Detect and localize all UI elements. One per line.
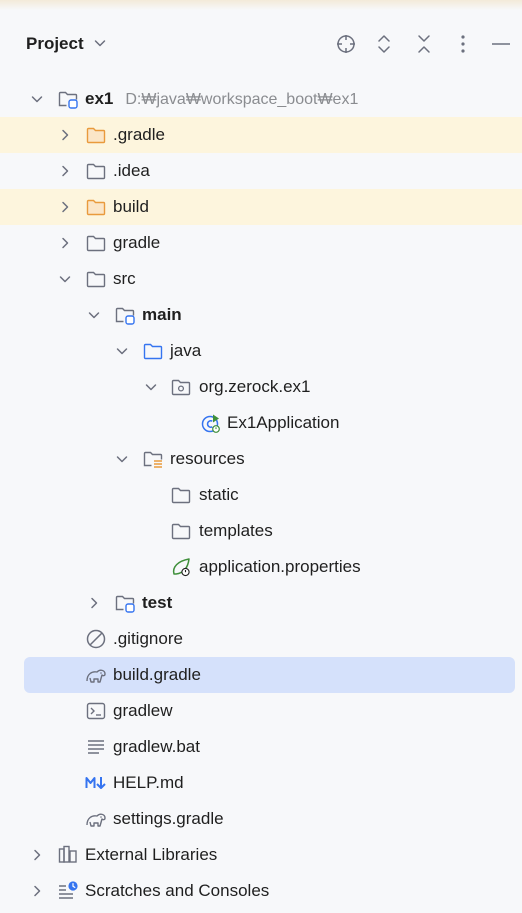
ignore-file-icon [86, 629, 106, 649]
tree-label: Scratches and Consoles [85, 881, 270, 900]
tree-row-resources[interactable]: resources [0, 441, 522, 477]
text-file-icon [88, 740, 104, 754]
tree-label: templates [199, 521, 273, 540]
chevron-right-icon[interactable] [58, 236, 72, 250]
tree-row-help-md[interactable]: HELP.md [0, 765, 522, 801]
tree-row-root[interactable]: ex1 D:₩java₩workspace_boot₩ex1 [0, 81, 522, 117]
chevron-down-icon[interactable] [144, 380, 158, 394]
chevron-right-icon[interactable] [30, 884, 44, 898]
tree-label: src [113, 269, 136, 288]
resources-folder-icon [142, 448, 164, 470]
tree-row-app-props[interactable]: application.properties [0, 549, 522, 585]
spring-properties-icon [172, 558, 190, 577]
tree-label: gradlew.bat [113, 737, 200, 756]
tree-row-gitignore[interactable]: .gitignore [0, 621, 522, 657]
chevron-down-icon[interactable] [115, 344, 129, 358]
chevron-right-icon[interactable] [30, 848, 44, 862]
tree-row-build-dir[interactable]: build [0, 189, 522, 225]
chevron-down-icon[interactable] [30, 92, 44, 106]
folder-icon [85, 160, 107, 182]
tree-row-test[interactable]: test [0, 585, 522, 621]
collapse-all-icon[interactable] [410, 30, 438, 58]
minimize-icon[interactable] [487, 30, 515, 58]
selection-highlight [24, 657, 515, 693]
crosshair-icon[interactable] [332, 30, 360, 58]
excluded-folder-icon [85, 124, 107, 146]
tree-label: org.zerock.ex1 [199, 377, 311, 396]
tree-label: .gitignore [113, 629, 183, 648]
chevron-down-icon[interactable] [87, 308, 101, 322]
tree-label: gradle [113, 233, 161, 252]
tree-row-src[interactable]: src [0, 261, 522, 297]
module-folder-icon [114, 304, 136, 326]
tree-row-scratches[interactable]: Scratches and Consoles [0, 873, 522, 909]
tree-label: .gradle [113, 125, 165, 144]
chevron-right-icon[interactable] [87, 596, 101, 610]
tree-row-static[interactable]: static [0, 477, 522, 513]
view-switch-chevron-down-icon[interactable] [93, 36, 107, 50]
chevron-right-icon[interactable] [58, 164, 72, 178]
module-folder-icon [114, 592, 136, 614]
tree-row-gradlew-bat[interactable]: gradlew.bat [0, 729, 522, 765]
terminal-script-icon [86, 702, 106, 720]
tree-label: settings.gradle [113, 809, 224, 828]
tree-row-gradle[interactable]: gradle [0, 225, 522, 261]
gradle-elephant-icon [86, 813, 106, 827]
tree-label: static [199, 485, 239, 504]
tree-row-java[interactable]: java [0, 333, 522, 369]
source-folder-icon [142, 340, 164, 362]
tree-label: build.gradle [113, 665, 201, 684]
tree-row-package[interactable]: org.zerock.ex1 [0, 369, 522, 405]
tree-label: .idea [113, 161, 150, 180]
panel-title[interactable]: Project [26, 34, 84, 53]
markdown-icon [85, 777, 106, 789]
tree-label: HELP.md [113, 773, 184, 792]
library-icon [58, 845, 77, 863]
tree-row-idea-dir[interactable]: .idea [0, 153, 522, 189]
panel-header: Project [0, 22, 522, 66]
tree-label: test [142, 593, 173, 612]
tree-row-gradle-dir[interactable]: .gradle [0, 117, 522, 153]
tree-row-build-gradle[interactable]: build.gradle [0, 657, 522, 693]
folder-icon [85, 268, 107, 290]
root-path: D:₩java₩workspace_boot₩ex1 [125, 91, 359, 108]
gradle-elephant-icon [86, 669, 106, 683]
excluded-folder-icon [85, 196, 107, 218]
chevron-down-icon[interactable] [58, 272, 72, 286]
folder-icon [170, 484, 192, 506]
chevron-down-icon[interactable] [115, 452, 129, 466]
tree-label: main [142, 305, 182, 324]
top-edge [0, 0, 522, 10]
tree-row-gradlew[interactable]: gradlew [0, 693, 522, 729]
tree-row-app-class[interactable]: Ex1Application [0, 405, 522, 441]
tree-label: gradlew [113, 701, 173, 720]
tree-row-templates[interactable]: templates [0, 513, 522, 549]
module-folder-icon [57, 88, 79, 110]
chevron-right-icon[interactable] [58, 200, 72, 214]
tree-label: resources [170, 449, 245, 468]
tree-label: java [170, 341, 202, 360]
root-label: ex1 [85, 89, 114, 108]
folder-icon [170, 520, 192, 542]
folder-icon [85, 232, 107, 254]
more-vertical-icon[interactable] [449, 30, 477, 58]
scratches-icon [59, 881, 78, 899]
tree-row-main[interactable]: main [0, 297, 522, 333]
package-icon [170, 376, 192, 398]
spring-boot-class-icon [201, 414, 220, 433]
tree-label: build [113, 197, 149, 216]
tree-row-settings-gradle[interactable]: settings.gradle [0, 801, 522, 837]
tree-label: application.properties [199, 557, 361, 576]
tree-label: External Libraries [85, 845, 218, 864]
chevron-right-icon[interactable] [58, 128, 72, 142]
expand-all-icon[interactable] [370, 30, 398, 58]
tree-row-external-libraries[interactable]: External Libraries [0, 837, 522, 873]
tree-label: Ex1Application [227, 413, 340, 432]
